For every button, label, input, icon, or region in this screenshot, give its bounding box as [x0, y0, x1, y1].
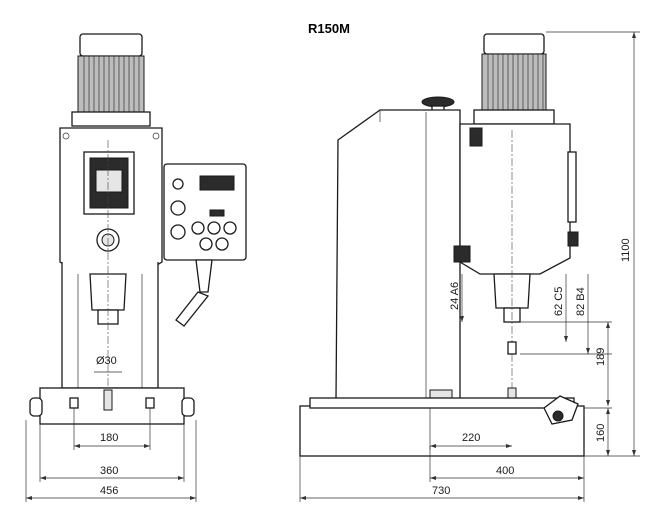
dim-width-360: 360	[100, 465, 118, 477]
dim-width-456: 456	[100, 485, 118, 497]
dim-depth-400: 400	[496, 465, 514, 477]
dim-chuck-24-a6: 24 A6	[449, 282, 461, 310]
side-column	[335, 109, 461, 401]
side-foot-lever	[543, 395, 579, 425]
side-motor	[473, 33, 555, 125]
front-dimensions: Ø30 180 360 456	[25, 355, 197, 502]
side-view	[299, 33, 585, 457]
dim-stroke-189: 189	[595, 348, 607, 366]
drawing-title: R150M	[308, 21, 350, 36]
side-dimensions: 1100 160 189 24 A6 62 C5 82 B4 220	[299, 31, 640, 502]
side-base	[299, 405, 585, 457]
dim-spindle-diameter: Ø30	[96, 355, 117, 367]
dim-depth-220: 220	[462, 432, 480, 444]
dim-width-180: 180	[100, 432, 118, 444]
dim-base-160: 160	[595, 424, 607, 442]
dim-chuck-62-c5: 62 C5	[553, 287, 565, 316]
front-control-box	[163, 163, 247, 327]
dim-chuck-82-b4: 82 B4	[575, 287, 587, 316]
front-motor	[71, 33, 151, 127]
dim-height-1100: 1100	[620, 238, 632, 262]
front-view	[29, 33, 247, 425]
dim-depth-730: 730	[432, 485, 450, 497]
